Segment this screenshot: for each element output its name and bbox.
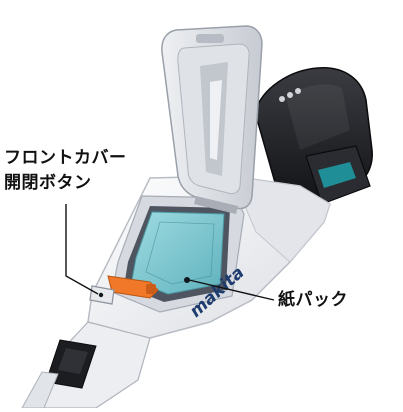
button-pointer-dot xyxy=(98,292,104,298)
nozzle-pipe xyxy=(21,321,151,409)
indicator-dot-3 xyxy=(295,88,301,94)
battery-handle xyxy=(254,67,373,205)
leader-line-front-cover-button xyxy=(65,204,99,295)
indicator-dot-1 xyxy=(279,96,285,102)
lid-latch xyxy=(196,34,224,43)
front-cover-button-callout: フロントカバー 開閉ボタン xyxy=(4,146,127,196)
front-cover-lid xyxy=(161,25,263,214)
front-cover-open-button[interactable] xyxy=(89,285,115,305)
paper-bag xyxy=(131,211,225,295)
bag-pointer-dot xyxy=(184,277,190,283)
leader-line-paper-bag xyxy=(188,279,275,301)
front-cover-button-label-line2: 開閉ボタン xyxy=(4,173,92,193)
front-cover-button-label-line1: フロントカバー xyxy=(4,148,127,168)
paper-bag-callout: 紙パック xyxy=(278,290,348,310)
indicator-dot-2 xyxy=(287,92,293,98)
